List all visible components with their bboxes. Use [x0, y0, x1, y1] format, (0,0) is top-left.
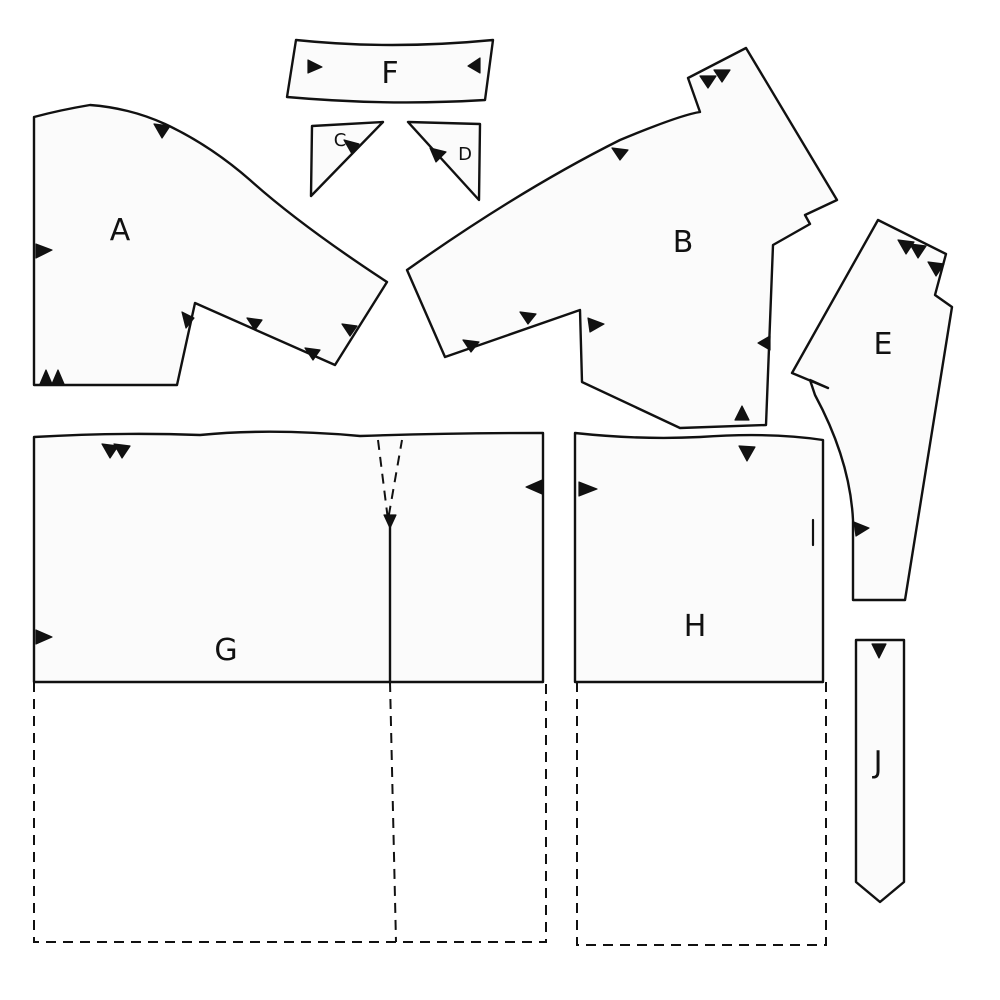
notch-mark [113, 443, 131, 459]
notch-mark [35, 629, 53, 645]
piece-a-label: A [110, 213, 131, 248]
piece-e-label: E [874, 327, 893, 362]
notch-mark [927, 261, 945, 277]
piece-h-label: H [684, 609, 707, 644]
notch-mark [307, 59, 323, 74]
notch-mark [343, 139, 360, 155]
notch-mark [738, 445, 756, 462]
notch-mark [39, 369, 53, 385]
piece-c-label: C [334, 130, 347, 151]
notch-mark [578, 481, 598, 497]
notch-mark [153, 123, 171, 139]
notch-mark [462, 339, 480, 353]
fold-line [389, 681, 397, 943]
notch-mark [467, 57, 481, 74]
notch-mark [383, 514, 397, 529]
dart-line [377, 439, 403, 521]
piece-f-label: F [381, 56, 398, 91]
piece-d-label: D [458, 144, 472, 165]
notch-mark [35, 243, 53, 259]
notch-mark [341, 323, 358, 337]
piece-b-label: B [673, 225, 694, 260]
notch-mark [611, 147, 629, 161]
piece-a: A [32, 103, 389, 387]
piece-e: E [790, 218, 954, 602]
notch-mark [871, 643, 887, 659]
notch-mark [909, 243, 927, 259]
notch-mark [246, 317, 263, 331]
notch-mark [304, 347, 321, 361]
piece-d: D [406, 120, 482, 202]
notch-mark [734, 405, 750, 421]
notch-mark [519, 311, 537, 325]
piece-j-label: J [872, 745, 883, 780]
piece-h: H [573, 431, 827, 946]
notch-mark [853, 521, 870, 537]
piece-f: F [285, 38, 495, 104]
fold-extension [576, 682, 827, 946]
piece-c: C [309, 120, 385, 198]
piece-j: J [854, 638, 906, 904]
piece-g: G [32, 430, 547, 943]
notch-mark [757, 335, 771, 351]
notch-mark [101, 443, 119, 459]
notch-mark [181, 311, 195, 329]
notch-mark [525, 479, 543, 495]
notch-mark [429, 147, 447, 163]
fold-extension [33, 682, 547, 943]
notch-mark [699, 75, 717, 89]
notch-mark [713, 69, 731, 83]
piece-b: B [405, 46, 839, 430]
notch-mark [587, 317, 605, 333]
notch-mark [51, 369, 65, 385]
piece-g-label: G [214, 633, 237, 668]
